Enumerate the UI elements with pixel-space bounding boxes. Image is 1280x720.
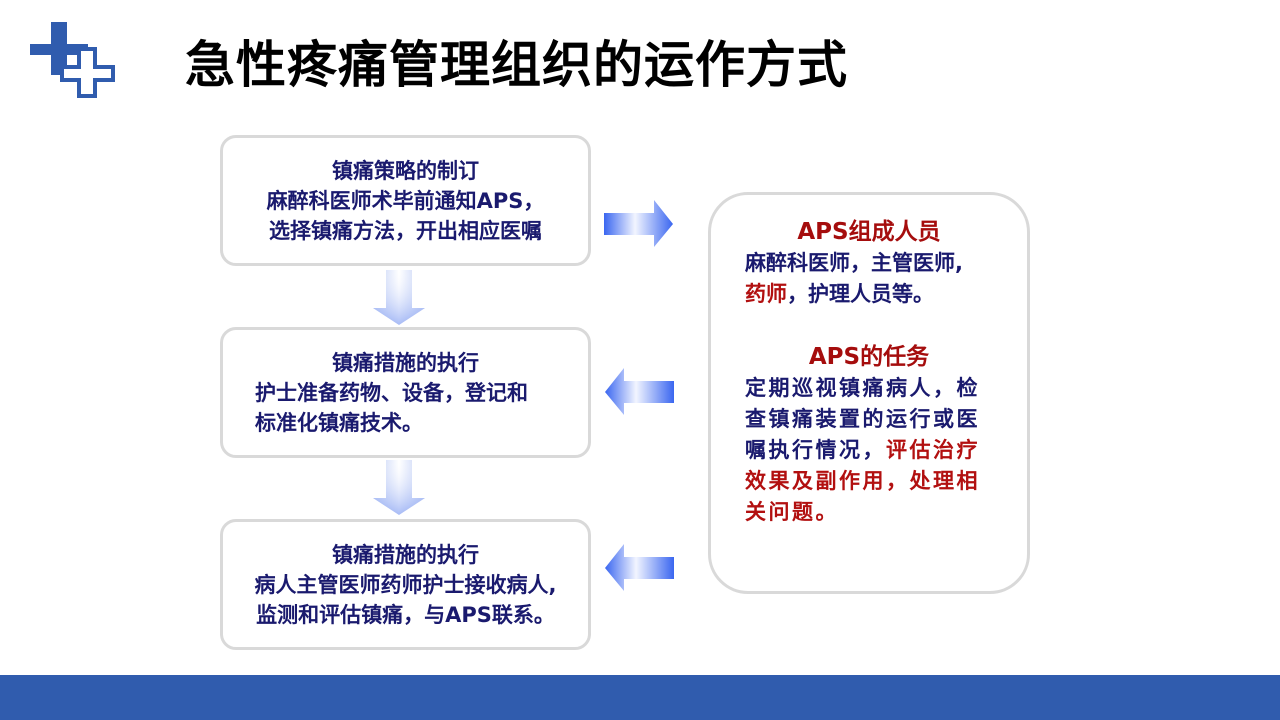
aps-tasks-heading: APS的任务 <box>808 344 930 370</box>
flow-box-execution-nurse: 镇痛措施的执行 护士准备药物、设备，登记和 标准化镇痛技术。 <box>220 327 591 458</box>
arrow-down-icon <box>373 460 425 515</box>
box-heading: 镇痛策略的制订 <box>332 159 479 183</box>
aps-panel: APS组成人员 麻醉科医师，主管医师, 药师，护理人员等。 APS的任务 定期巡… <box>708 192 1030 594</box>
arrow-left-icon <box>605 368 674 415</box>
text: 嘱执行情况， <box>745 438 886 462</box>
highlight-text: 药师 <box>745 282 787 306</box>
arrow-down-icon <box>373 270 425 325</box>
aps-tasks-line: 效果及副作用，处理相 <box>745 469 980 493</box>
box-line: 护士准备药物、设备，登记和 <box>255 381 528 405</box>
arrow-left-icon <box>605 544 674 591</box>
aps-members-heading: APS组成人员 <box>797 219 941 245</box>
box-line: 监测和评估镇痛，与APS联系。 <box>256 603 555 627</box>
aps-tasks-line: 关问题。 <box>745 500 839 524</box>
aps-members-line: 麻醉科医师，主管医师, <box>745 251 963 275</box>
box-heading: 镇痛措施的执行 <box>332 351 479 375</box>
box-heading: 镇痛措施的执行 <box>332 543 479 567</box>
aps-tasks-line: 定期巡视镇痛病人，检 <box>745 376 980 400</box>
footer-bar <box>0 675 1280 720</box>
flow-box-execution-ward: 镇痛措施的执行 病人主管医师药师护士接收病人, 监测和评估镇痛，与APS联系。 <box>220 519 591 650</box>
aps-tasks-line: 嘱执行情况，评估治疗 <box>745 435 1027 466</box>
aps-tasks-line: 查镇痛装置的运行或医 <box>745 407 980 431</box>
aps-members-line: 药师，护理人员等。 <box>745 279 1027 310</box>
text: ，护理人员等。 <box>787 282 934 306</box>
box-line: 标准化镇痛技术。 <box>255 411 423 435</box>
highlight-text: 评估治疗 <box>886 438 980 462</box>
box-line: 选择镇痛方法，开出相应医嘱 <box>269 219 542 243</box>
box-line: 麻醉科医师术毕前通知APS， <box>266 189 545 213</box>
medical-cross-icon <box>30 22 115 98</box>
page-title: 急性疼痛管理组织的运作方式 <box>185 36 848 94</box>
flow-box-strategy: 镇痛策略的制订 麻醉科医师术毕前通知APS， 选择镇痛方法，开出相应医嘱 <box>220 135 591 266</box>
arrow-right-icon <box>604 200 673 247</box>
box-line: 病人主管医师药师护士接收病人, <box>254 573 557 597</box>
